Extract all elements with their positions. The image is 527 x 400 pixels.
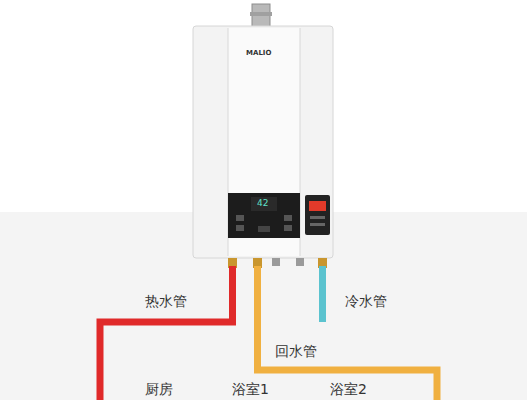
display-window bbox=[251, 197, 277, 211]
remote-panel bbox=[305, 195, 330, 235]
return-water-pipe bbox=[258, 266, 438, 400]
remote-digits bbox=[309, 201, 326, 211]
remote-button bbox=[310, 216, 325, 219]
flue-ring bbox=[250, 12, 272, 16]
display-reading: 42 bbox=[257, 198, 268, 208]
room-label: 浴室1 bbox=[232, 381, 269, 397]
pipe-label: 热水管 bbox=[145, 293, 187, 309]
button bbox=[258, 226, 270, 232]
room-label: 厨房 bbox=[145, 381, 173, 397]
heater-body bbox=[193, 26, 333, 258]
front-panel bbox=[228, 28, 300, 256]
brand-logo: MALIO bbox=[246, 49, 271, 57]
hot-water-pipe bbox=[100, 266, 233, 400]
control-panel bbox=[228, 193, 300, 238]
room-label: 浴室2 bbox=[330, 381, 367, 397]
cold-water-pipe bbox=[319, 266, 326, 322]
drain-fitting bbox=[296, 258, 304, 266]
button bbox=[284, 215, 292, 221]
button bbox=[284, 225, 292, 231]
pipe-label: 冷水管 bbox=[345, 293, 387, 309]
gas-fitting bbox=[272, 258, 280, 266]
remote-button bbox=[310, 223, 325, 226]
pipe-label: 回水管 bbox=[275, 343, 317, 359]
button bbox=[236, 225, 244, 231]
button bbox=[236, 215, 244, 221]
